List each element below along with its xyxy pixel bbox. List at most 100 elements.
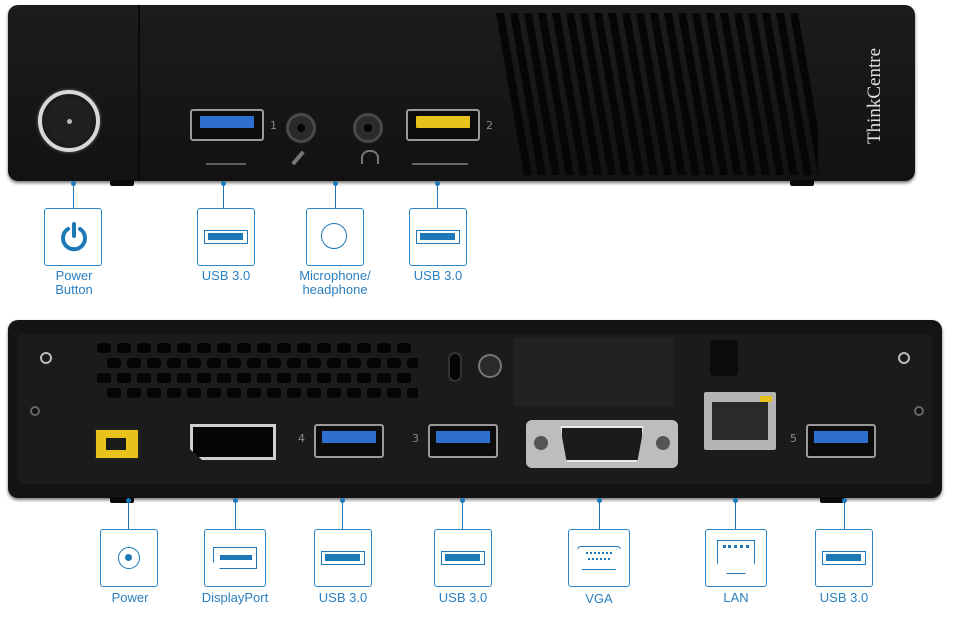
power-button[interactable] bbox=[38, 90, 100, 152]
usb-callout bbox=[815, 529, 873, 587]
security-slot[interactable] bbox=[448, 352, 462, 382]
vent-hole bbox=[357, 343, 371, 353]
vent-hole bbox=[187, 388, 201, 398]
vent-hole bbox=[227, 388, 241, 398]
displayport-label: DisplayPort bbox=[201, 590, 269, 605]
power-button-callout bbox=[44, 208, 102, 266]
displayport-port[interactable] bbox=[190, 424, 276, 460]
vent-slot bbox=[580, 13, 616, 175]
rear-usb-port-5[interactable] bbox=[806, 424, 876, 458]
dc-power-icon bbox=[118, 547, 140, 569]
vent-hole bbox=[227, 358, 241, 368]
callout-dot bbox=[340, 498, 345, 503]
vent-hole bbox=[307, 358, 321, 368]
vent-hole bbox=[287, 358, 301, 368]
front-foot-right bbox=[790, 180, 814, 186]
callout-dot bbox=[71, 181, 76, 186]
usb-label: USB 3.0 bbox=[438, 590, 488, 605]
vent-hole bbox=[127, 358, 141, 368]
vent-hole bbox=[157, 343, 171, 353]
callout-line bbox=[437, 184, 438, 208]
jack-hole bbox=[364, 124, 372, 132]
vent-hole bbox=[397, 343, 411, 353]
superspeed-charge-icon bbox=[412, 153, 468, 165]
usb-port-insert bbox=[200, 116, 254, 128]
vent-hole bbox=[257, 373, 271, 383]
usb-callout bbox=[197, 208, 255, 266]
power-label: Power bbox=[111, 590, 149, 605]
vent-slot bbox=[622, 13, 658, 175]
headphone-icon bbox=[361, 150, 379, 164]
callout-line bbox=[462, 501, 463, 529]
usb-port-icon bbox=[822, 551, 866, 565]
vent-hole bbox=[347, 388, 361, 398]
front-usb-port-2[interactable] bbox=[406, 109, 480, 141]
microphone-icon bbox=[291, 150, 305, 166]
vent-slot bbox=[720, 13, 756, 175]
vent-slot bbox=[734, 13, 770, 175]
vent-hole bbox=[117, 343, 131, 353]
vent-hole bbox=[267, 388, 281, 398]
callout-line bbox=[342, 501, 343, 529]
vent-hole bbox=[267, 358, 281, 368]
rear-foot-left bbox=[110, 497, 134, 503]
vent-hole bbox=[317, 373, 331, 383]
callout-line bbox=[128, 501, 129, 529]
vent-slot bbox=[762, 13, 798, 175]
vent-slot bbox=[608, 13, 644, 175]
thinkcentre-logo: ThinkCentre bbox=[864, 47, 885, 145]
usb-label: USB 3.0 bbox=[318, 590, 368, 605]
headphone-jack[interactable] bbox=[353, 113, 383, 143]
port-number-3: 3 bbox=[412, 432, 419, 445]
port-number-5: 5 bbox=[790, 432, 797, 445]
vent-hole bbox=[207, 358, 221, 368]
vent-hole bbox=[367, 388, 381, 398]
jack-hole bbox=[297, 124, 305, 132]
callout-dot bbox=[733, 498, 738, 503]
displayport-icon bbox=[213, 547, 257, 569]
vent-hole bbox=[127, 388, 141, 398]
callout-dot bbox=[435, 181, 440, 186]
port-number-1: 1 bbox=[270, 119, 277, 132]
vent-slot bbox=[790, 13, 818, 175]
vent-hole bbox=[167, 358, 181, 368]
microphone-jack[interactable] bbox=[286, 113, 316, 143]
vga-label: VGA bbox=[585, 591, 613, 606]
usb-port-icon bbox=[441, 551, 485, 565]
vga-port[interactable] bbox=[526, 420, 678, 468]
vent-hole bbox=[247, 388, 261, 398]
vent-hole bbox=[357, 373, 371, 383]
vent-hole bbox=[347, 358, 361, 368]
vent-hole bbox=[217, 373, 231, 383]
power-icon bbox=[61, 222, 87, 252]
vent-hole bbox=[157, 373, 171, 383]
port-number-4: 4 bbox=[298, 432, 305, 445]
vent-hole bbox=[117, 373, 131, 383]
front-foot-left bbox=[110, 180, 134, 186]
vent-hole bbox=[337, 343, 351, 353]
callout-dot bbox=[460, 498, 465, 503]
callout-line bbox=[735, 501, 736, 529]
rear-vent-grille bbox=[97, 343, 418, 398]
callout-line bbox=[235, 501, 236, 529]
vent-hole bbox=[327, 388, 341, 398]
vent-hole bbox=[237, 343, 251, 353]
vent-hole bbox=[387, 358, 401, 368]
lan-callout bbox=[705, 529, 767, 587]
front-usb-port-1[interactable] bbox=[190, 109, 264, 141]
power-button-label: Power Button bbox=[55, 268, 93, 297]
rear-usb-port-4[interactable] bbox=[314, 424, 384, 458]
vent-hole bbox=[187, 358, 201, 368]
vent-hole bbox=[177, 373, 191, 383]
vent-slot bbox=[594, 13, 630, 175]
vent-hole bbox=[277, 343, 291, 353]
screw bbox=[30, 406, 40, 416]
vent-hole bbox=[197, 343, 211, 353]
dc-power-port[interactable] bbox=[94, 428, 140, 460]
vent-hole bbox=[147, 358, 161, 368]
vent-slot bbox=[566, 13, 602, 175]
ethernet-port[interactable] bbox=[704, 392, 776, 450]
rear-usb-port-3[interactable] bbox=[428, 424, 498, 458]
usb-label: USB 3.0 bbox=[201, 268, 251, 283]
vent-hole bbox=[97, 343, 111, 353]
